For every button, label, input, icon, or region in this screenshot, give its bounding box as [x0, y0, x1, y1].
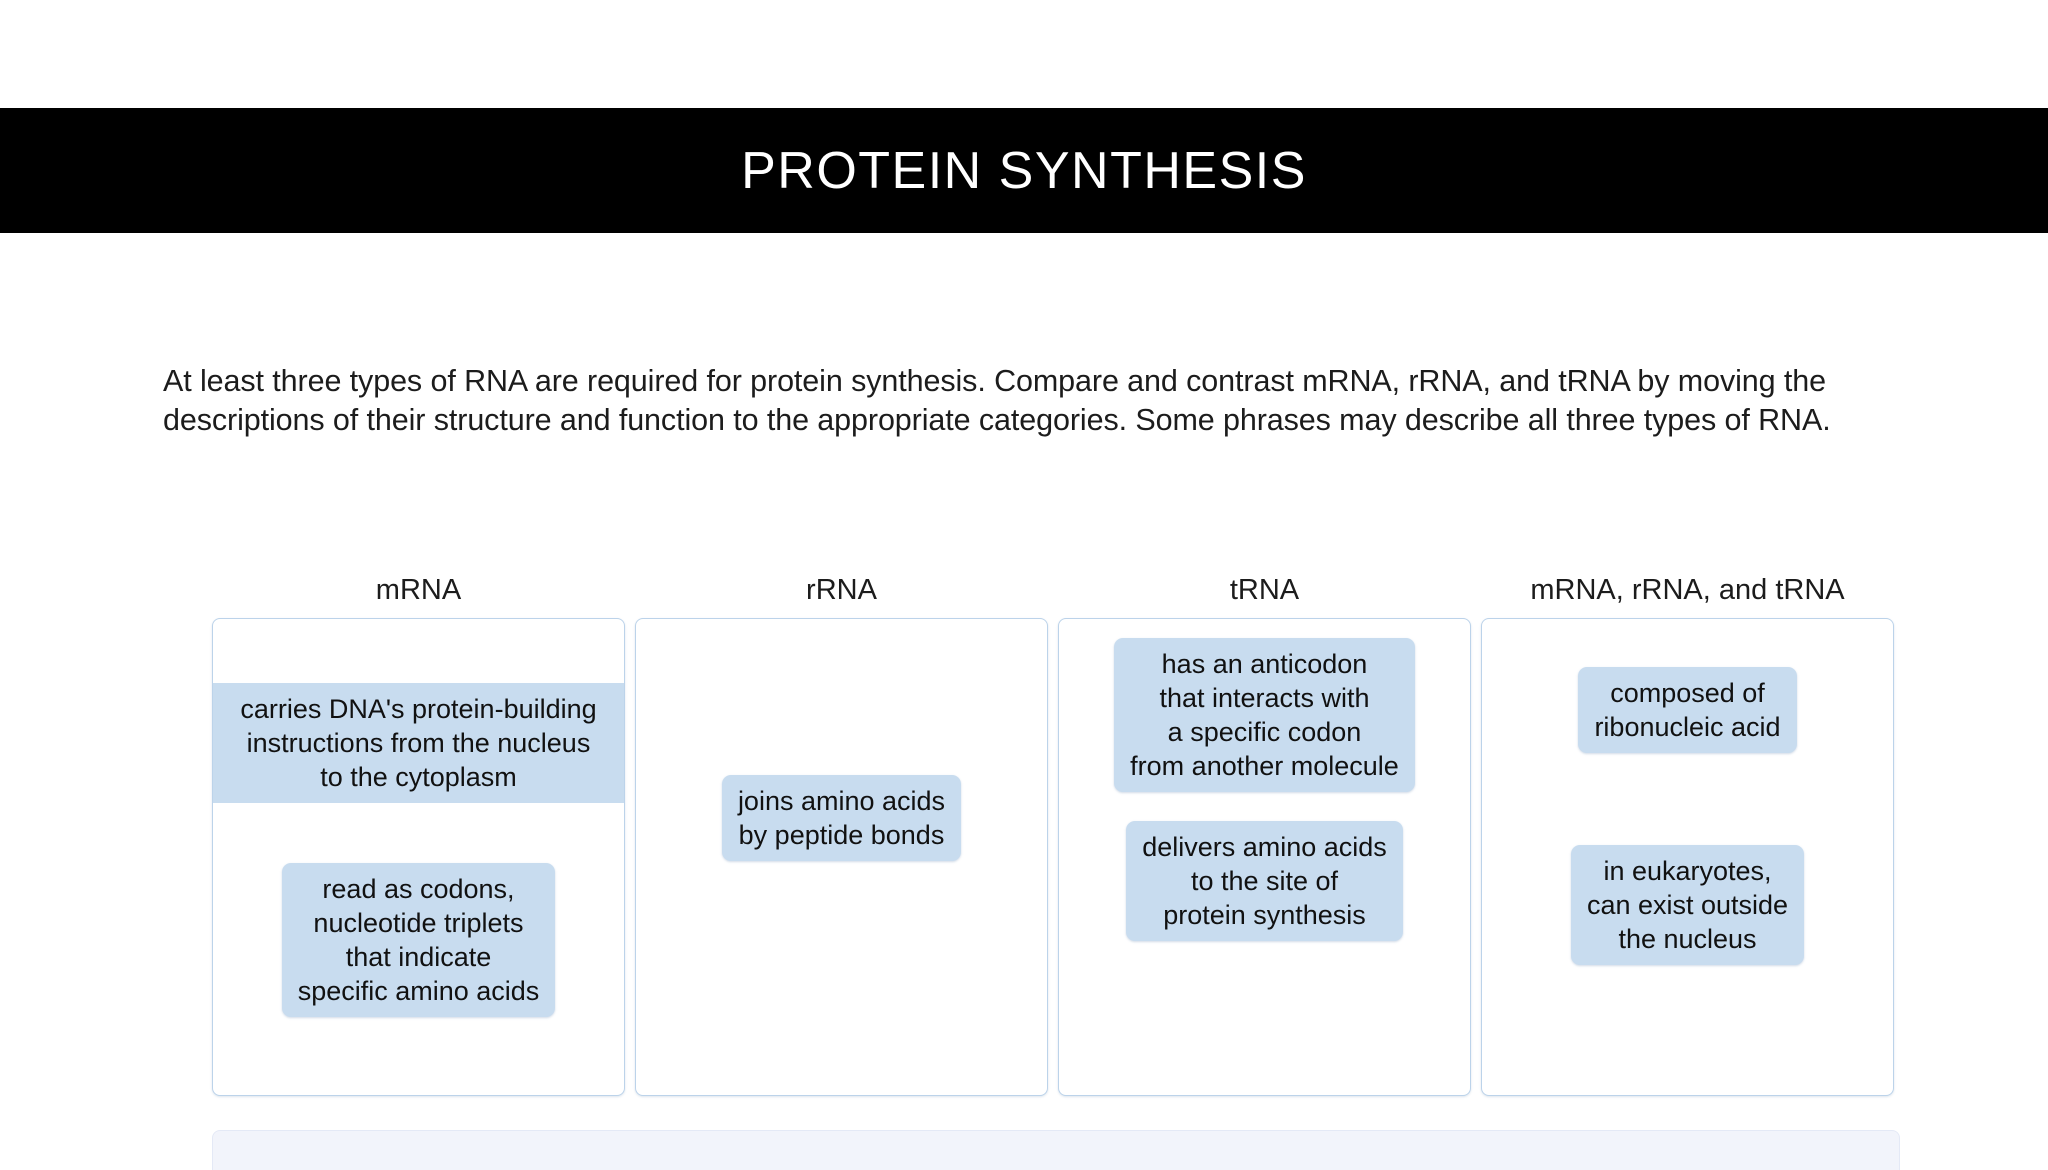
instructions-paragraph: At least three types of RNA are required… — [163, 364, 1831, 437]
phrase-chip[interactable]: has an anticodon that interacts with a s… — [1114, 638, 1415, 792]
category-column-rrna: rRNA joins amino acids by peptide bonds — [635, 562, 1048, 1096]
phrase-chip[interactable]: joins amino acids by peptide bonds — [721, 775, 962, 861]
category-column-trna: tRNA has an anticodon that interacts wit… — [1058, 562, 1471, 1096]
category-column-mrna: mRNA carries DNA's protein-building inst… — [212, 562, 625, 1096]
chip-list-trna: has an anticodon that interacts with a s… — [1059, 619, 1470, 1095]
drop-zone-mrna[interactable]: carries DNA's protein-building instructi… — [212, 618, 625, 1096]
category-board: mRNA carries DNA's protein-building inst… — [212, 562, 1900, 1096]
drop-zone-trna[interactable]: has an anticodon that interacts with a s… — [1058, 618, 1471, 1096]
column-header-rrna: rRNA — [806, 574, 877, 606]
drop-zone-all[interactable]: composed of ribonucleic acid in eukaryot… — [1481, 618, 1894, 1096]
phrase-chip[interactable]: carries DNA's protein-building instructi… — [213, 683, 624, 803]
phrase-chip[interactable]: read as codons, nucleotide triplets that… — [281, 863, 556, 1017]
column-header-all: mRNA, rRNA, and tRNA — [1530, 574, 1845, 606]
category-column-all: mRNA, rRNA, and tRNA composed of ribonuc… — [1481, 562, 1894, 1096]
chip-list-rrna: joins amino acids by peptide bonds — [636, 619, 1047, 1095]
unsorted-phrase-tray[interactable] — [212, 1130, 1900, 1170]
drop-zone-rrna[interactable]: joins amino acids by peptide bonds — [635, 618, 1048, 1096]
chip-list-mrna: carries DNA's protein-building instructi… — [213, 619, 624, 1095]
phrase-chip[interactable]: delivers amino acids to the site of prot… — [1126, 821, 1403, 941]
chip-list-all: composed of ribonucleic acid in eukaryot… — [1482, 619, 1893, 1095]
phrase-chip[interactable]: composed of ribonucleic acid — [1578, 667, 1797, 753]
title-banner: PROTEIN SYNTHESIS — [0, 108, 2048, 233]
column-header-trna: tRNA — [1229, 574, 1300, 606]
phrase-chip[interactable]: in eukaryotes, can exist outside the nuc… — [1570, 845, 1805, 965]
page-title: PROTEIN SYNTHESIS — [741, 141, 1307, 200]
column-header-mrna: mRNA — [375, 574, 462, 606]
